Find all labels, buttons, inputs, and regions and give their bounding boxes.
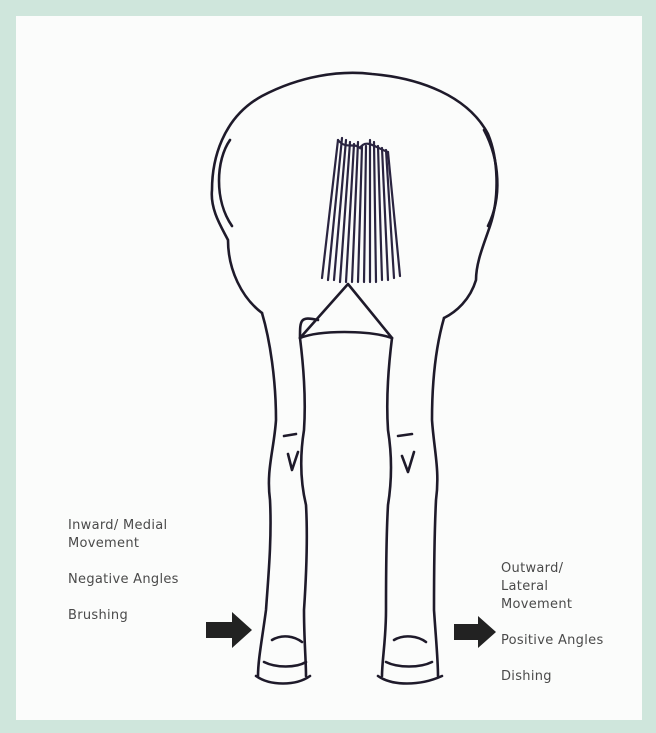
left-hip-line <box>219 140 232 226</box>
left-side-labels: Inward/ Medial Movement Negative Angles … <box>68 517 228 625</box>
left-hoof <box>256 676 310 684</box>
left-fault-label: Brushing <box>68 607 228 625</box>
right-movement-line-3: Movement <box>501 596 651 614</box>
left-movement-line-1: Inward/ Medial <box>68 517 228 535</box>
right-movement-line-1: Outward/ <box>501 560 651 578</box>
right-leg-outer <box>432 318 444 676</box>
right-movement-line-2: Lateral <box>501 578 651 596</box>
left-movement-line-2: Movement <box>68 535 228 553</box>
right-angles-label: Positive Angles <box>501 632 651 650</box>
right-fault-label: Dishing <box>501 668 651 686</box>
left-angles-label: Negative Angles <box>68 571 228 589</box>
tail <box>322 138 400 282</box>
hindquarters-outline <box>212 73 497 318</box>
right-leg-inner <box>382 338 392 676</box>
crotch-line <box>300 332 392 338</box>
left-leg-outer <box>258 313 276 676</box>
right-side-labels: Outward/ Lateral Movement Positive Angle… <box>501 560 651 686</box>
left-leg-inner <box>300 338 307 676</box>
arrow-right-icon <box>454 616 496 648</box>
right-hoof <box>378 676 442 684</box>
